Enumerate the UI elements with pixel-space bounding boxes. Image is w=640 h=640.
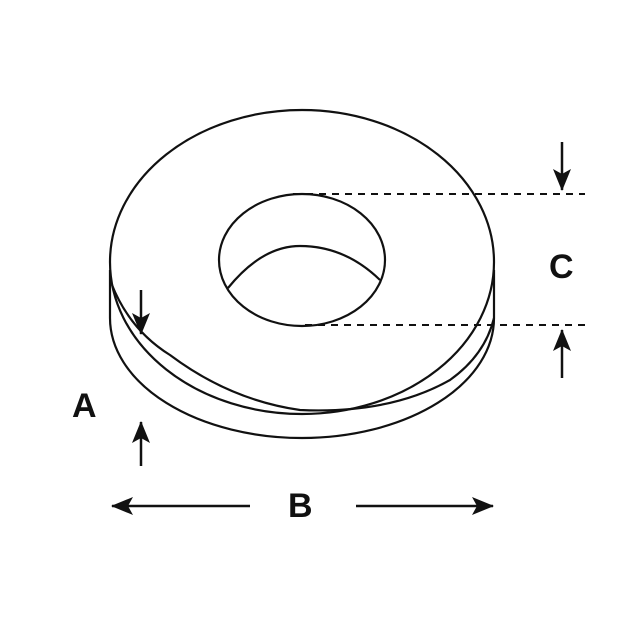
label-c: C — [549, 248, 574, 286]
washer-inner-hole — [217, 192, 387, 328]
washer-bottom-edge — [108, 270, 496, 440]
label-b: B — [288, 487, 313, 525]
washer-front-lip — [110, 284, 496, 412]
washer-hole-depth-curve — [227, 244, 381, 289]
label-a: A — [72, 387, 97, 425]
washer-top-outer-ellipse — [108, 108, 496, 416]
